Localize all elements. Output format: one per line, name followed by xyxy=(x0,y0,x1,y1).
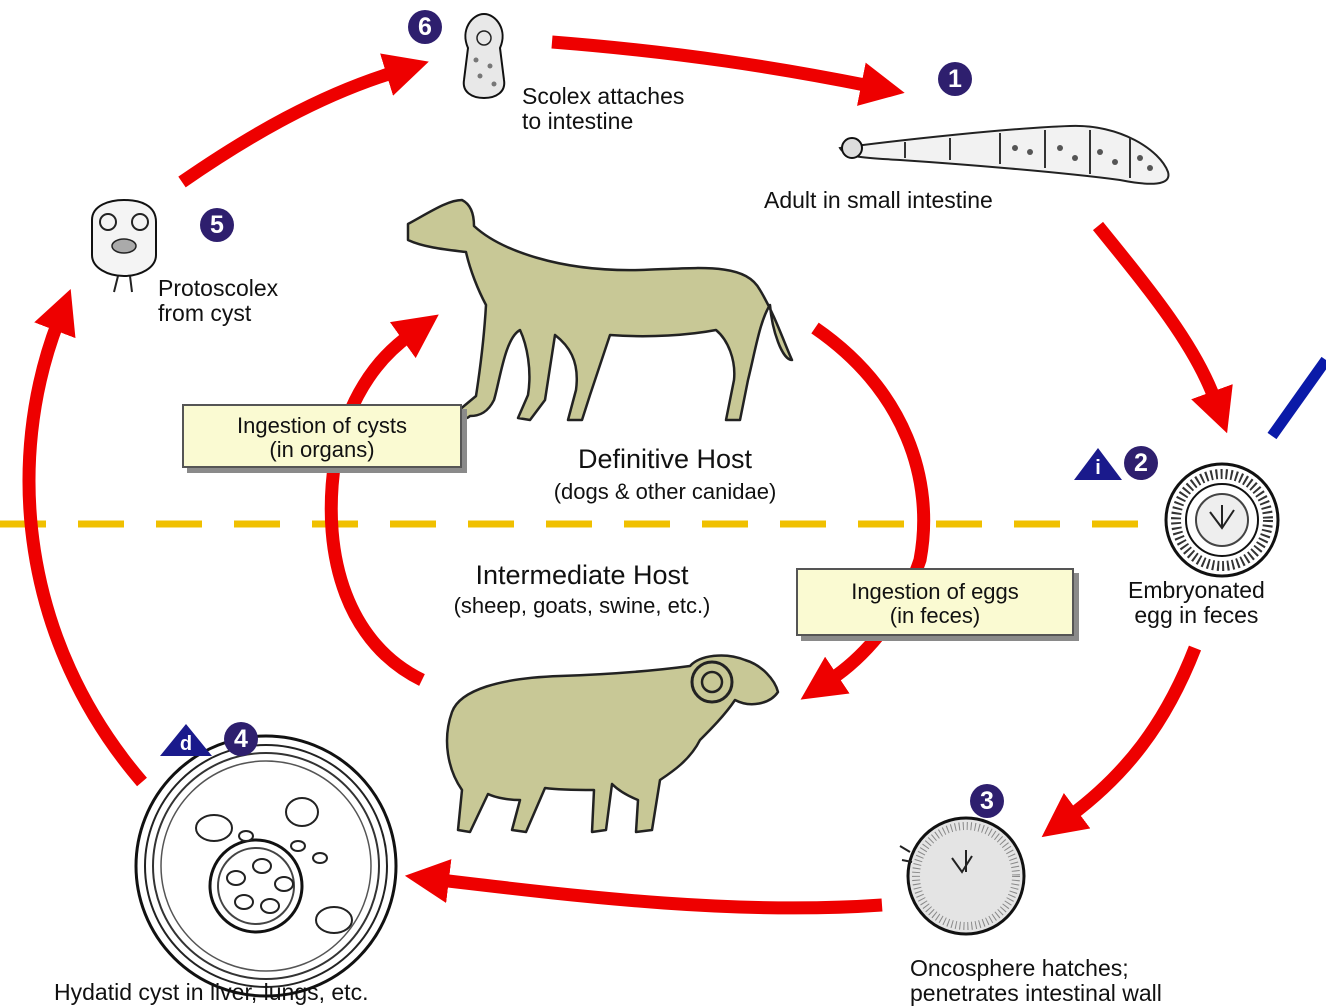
stage-2-caption: Embryonated egg in feces xyxy=(1128,578,1265,628)
scolex-icon xyxy=(464,14,505,98)
stage-5-badge: 5 xyxy=(200,208,234,242)
ingestion-of-eggs-line2: (in feces) xyxy=(798,604,1072,628)
infective-stage-marker: i xyxy=(1072,446,1124,482)
stage-4-caption: Hydatid cyst in liver, lungs, etc. xyxy=(54,980,368,1005)
stage-5-caption: Protoscolex from cyst xyxy=(158,276,278,326)
protoscolex-icon xyxy=(92,200,156,292)
ingestion-of-eggs-box: Ingestion of eggs (in feces) xyxy=(796,568,1074,636)
stage-4-badge: 4 xyxy=(224,722,258,756)
arrow-3-to-4 xyxy=(440,880,882,908)
definitive-host-title: Definitive Host xyxy=(480,444,850,474)
adult-tapeworm-icon xyxy=(840,126,1168,184)
ingestion-of-cysts-line1: Ingestion of cysts xyxy=(184,414,460,438)
infective-marker-letter: i xyxy=(1072,458,1124,478)
arrow-2-to-3 xyxy=(1070,648,1195,816)
diagnostic-stage-marker: d xyxy=(158,722,214,758)
arrow-4-to-5 xyxy=(29,322,142,782)
arrow-sheep-to-dog xyxy=(331,335,422,680)
egg-icon xyxy=(1166,464,1278,576)
stage-3-caption: Oncosphere hatches; penetrates intestina… xyxy=(910,956,1162,1006)
diagnostic-stroke xyxy=(1272,360,1326,436)
hydatid-cyst-icon xyxy=(136,736,396,996)
stage-2-badge: 2 xyxy=(1124,446,1158,480)
diagnostic-marker-letter: d xyxy=(158,734,214,754)
ingestion-of-cysts-line2: (in organs) xyxy=(184,438,460,462)
definitive-host-subtitle: (dogs & other canidae) xyxy=(480,480,850,504)
intermediate-host-title: Intermediate Host xyxy=(392,560,772,590)
dog-icon xyxy=(408,200,792,420)
stage-6-badge: 6 xyxy=(408,10,442,44)
stage-6-caption: Scolex attaches to intestine xyxy=(522,84,684,134)
stage-1-caption: Adult in small intestine xyxy=(764,188,993,213)
stage-1-badge: 1 xyxy=(938,62,972,96)
intermediate-host-subtitle: (sheep, goats, swine, etc.) xyxy=(392,594,772,618)
arrow-1-to-2 xyxy=(1098,226,1215,400)
oncosphere-icon xyxy=(900,818,1024,934)
ingestion-of-cysts-box: Ingestion of cysts (in organs) xyxy=(182,404,462,468)
ingestion-of-eggs-line1: Ingestion of eggs xyxy=(798,580,1072,604)
arrow-6-to-1 xyxy=(552,42,870,86)
sheep-icon xyxy=(447,655,778,832)
stage-3-badge: 3 xyxy=(970,784,1004,818)
arrow-5-to-6 xyxy=(182,72,395,182)
